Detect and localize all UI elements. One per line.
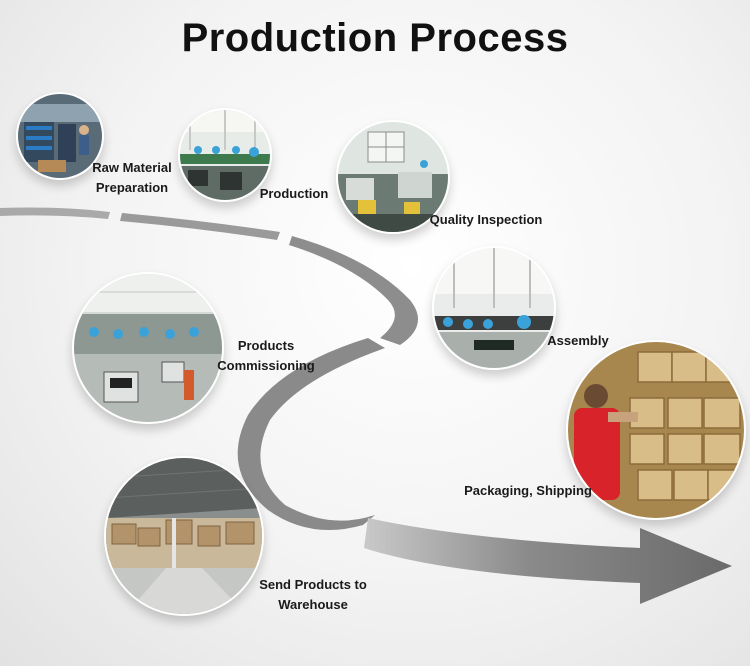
road-top-segment — [289, 236, 418, 345]
road-top-segment — [120, 213, 280, 240]
road-arrow — [364, 518, 732, 604]
page-title: Production Process — [181, 16, 569, 60]
step-commissioning-photo — [72, 272, 224, 424]
step-raw-material-photo — [16, 92, 104, 180]
road-top-segment — [0, 207, 110, 219]
step-packaging-photo — [566, 340, 746, 520]
road-main — [237, 338, 385, 530]
step-production-photo — [178, 108, 272, 202]
step-assembly-photo — [432, 246, 556, 370]
step-production-label: Production — [259, 186, 329, 201]
step-quality-inspection-label: Quality Inspection — [429, 212, 543, 227]
step-packaging-label: Packaging, Shipping — [464, 483, 592, 498]
step-quality-inspection-photo — [336, 120, 450, 234]
step-warehouse-photo — [104, 456, 264, 616]
